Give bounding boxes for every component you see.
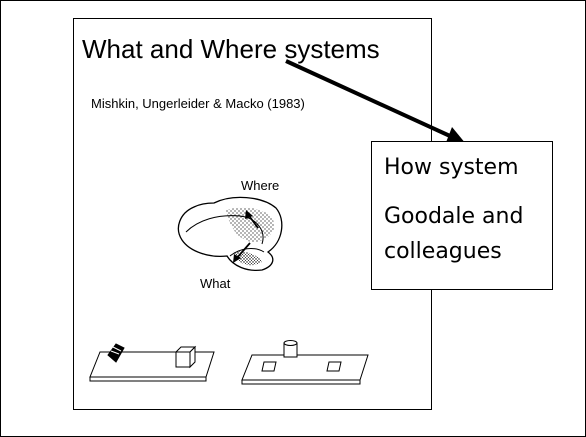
where-arrowhead (245, 210, 253, 219)
right-well (326, 361, 342, 372)
left-tray-illustration (89, 343, 215, 382)
callout-attribution-line1: Goodale and (384, 204, 524, 229)
what-label: What (200, 276, 231, 291)
callout-title: How system (384, 155, 519, 180)
where-label: Where (241, 178, 280, 193)
temporal-fold (229, 248, 265, 257)
landmark-box-front (175, 351, 191, 368)
cylinder-top (283, 340, 298, 346)
right-tray (241, 354, 369, 381)
what-arrow (235, 242, 251, 260)
callout-attribution-line2: colleagues (384, 239, 502, 264)
figure-citation: Mishkin, Ungerleider & Macko (1983) (91, 96, 305, 111)
right-tray-illustration (241, 340, 369, 385)
right-tray-edge (241, 379, 361, 385)
brain-illustration (177, 196, 283, 272)
landmark-box-side (189, 345, 196, 369)
how-system-callout: How system Goodale and colleagues (371, 141, 553, 290)
callout-arrow (285, 59, 451, 138)
left-well (261, 361, 277, 372)
left-tray-edge (89, 376, 207, 382)
what-arrowhead (233, 254, 241, 263)
where-region (226, 207, 274, 242)
callout-arrowhead (445, 127, 466, 145)
figure-title: What and Where systems (82, 34, 380, 64)
